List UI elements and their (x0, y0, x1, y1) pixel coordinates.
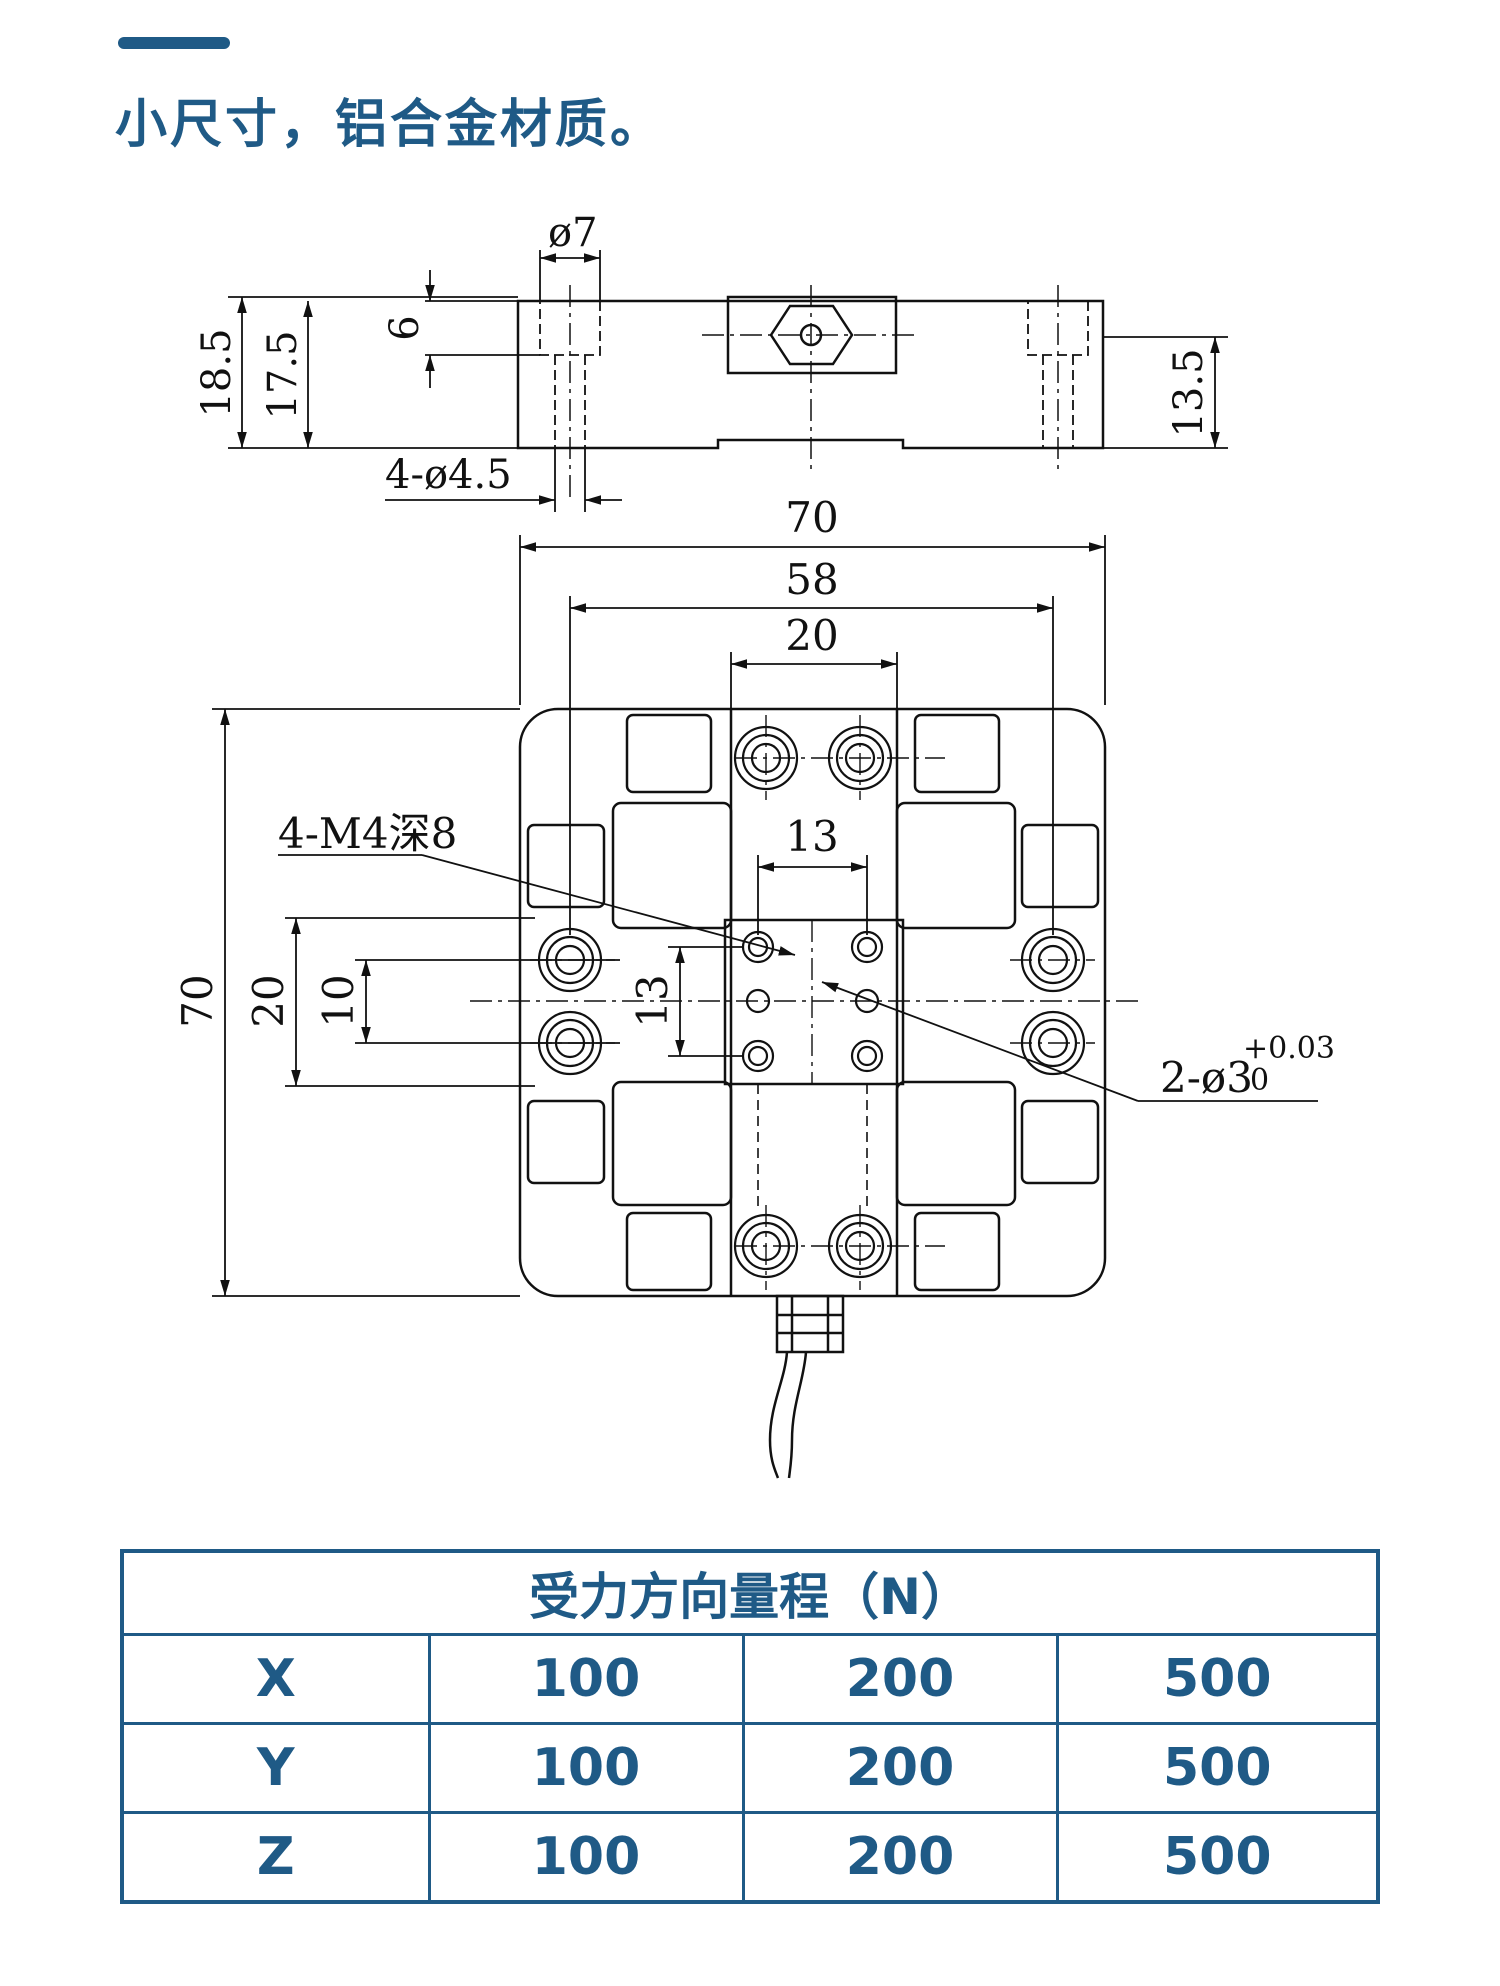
axis-cell: X (120, 1633, 431, 1725)
tolerance-lower: 0 (1250, 1063, 1269, 1098)
cable (768, 1351, 789, 1479)
hex-nut-shape (769, 304, 854, 366)
range-table: 受力方向量程（N） X 100 200 500 Y 100 200 500 Z … (120, 1549, 1381, 1904)
dim-right-height: 13.5 (1166, 348, 1212, 437)
range-cell: 100 (427, 1722, 745, 1814)
top-view-labels: 70 58 20 70 20 10 13 13 4-M4深8 2-ø3 +0.0… (173, 493, 1335, 1102)
callout-threads: 4-M4深8 (278, 809, 457, 858)
range-cell: 200 (741, 1633, 1059, 1725)
callout-pins: 2-ø3 (1160, 1053, 1253, 1102)
page-title: 小尺寸，铝合金材质。 (115, 95, 666, 155)
side-view (516, 285, 1105, 500)
tolerance-upper: +0.03 (1243, 1031, 1335, 1066)
dim-width-center: 20 (785, 611, 838, 660)
axis-cell: Y (120, 1722, 431, 1814)
technical-drawing: ø7 18.5 17.5 6 13.5 4-ø4.5 (173, 210, 1335, 1479)
dim-hole-diameter: ø7 (548, 210, 598, 256)
axis-cell: Z (120, 1811, 431, 1904)
dim-hole-spacing-10: 10 (314, 974, 363, 1027)
range-cell: 500 (1055, 1633, 1380, 1725)
table-row: X 100 200 500 (120, 1633, 1380, 1725)
dim-pattern-height: 13 (628, 974, 677, 1027)
dim-mount-holes: 4-ø4.5 (385, 452, 512, 498)
dim-counterbore-depth: 6 (382, 315, 428, 340)
range-cell: 200 (741, 1811, 1059, 1904)
table-row: Y 100 200 500 (120, 1722, 1380, 1814)
range-cell: 100 (427, 1633, 745, 1725)
dim-width-total: 70 (785, 493, 838, 542)
dim-width-holes: 58 (785, 555, 838, 604)
dim-pattern-width: 13 (785, 812, 838, 861)
dim-height-total: 70 (173, 974, 222, 1027)
dim-hole-spacing-20: 20 (244, 974, 293, 1027)
table-title-row: 受力方向量程（N） (120, 1549, 1380, 1636)
side-view-labels: ø7 18.5 17.5 6 13.5 4-ø4.5 (194, 210, 1212, 498)
top-view-dimensions (212, 535, 1318, 1297)
pattern-plate (723, 918, 905, 1086)
range-cell: 200 (741, 1722, 1059, 1814)
range-cell: 500 (1055, 1722, 1380, 1814)
range-cell: 100 (427, 1811, 745, 1904)
table-title: 受力方向量程（N） (120, 1549, 1380, 1636)
cable-connector (775, 1294, 845, 1354)
side-view-dimensions (228, 250, 1228, 512)
dim-total-height: 18.5 (194, 328, 240, 417)
header-accent-bar (118, 37, 230, 49)
range-cell: 500 (1055, 1811, 1380, 1904)
table-row: Z 100 200 500 (120, 1811, 1380, 1904)
dim-body-height: 17.5 (260, 330, 306, 419)
